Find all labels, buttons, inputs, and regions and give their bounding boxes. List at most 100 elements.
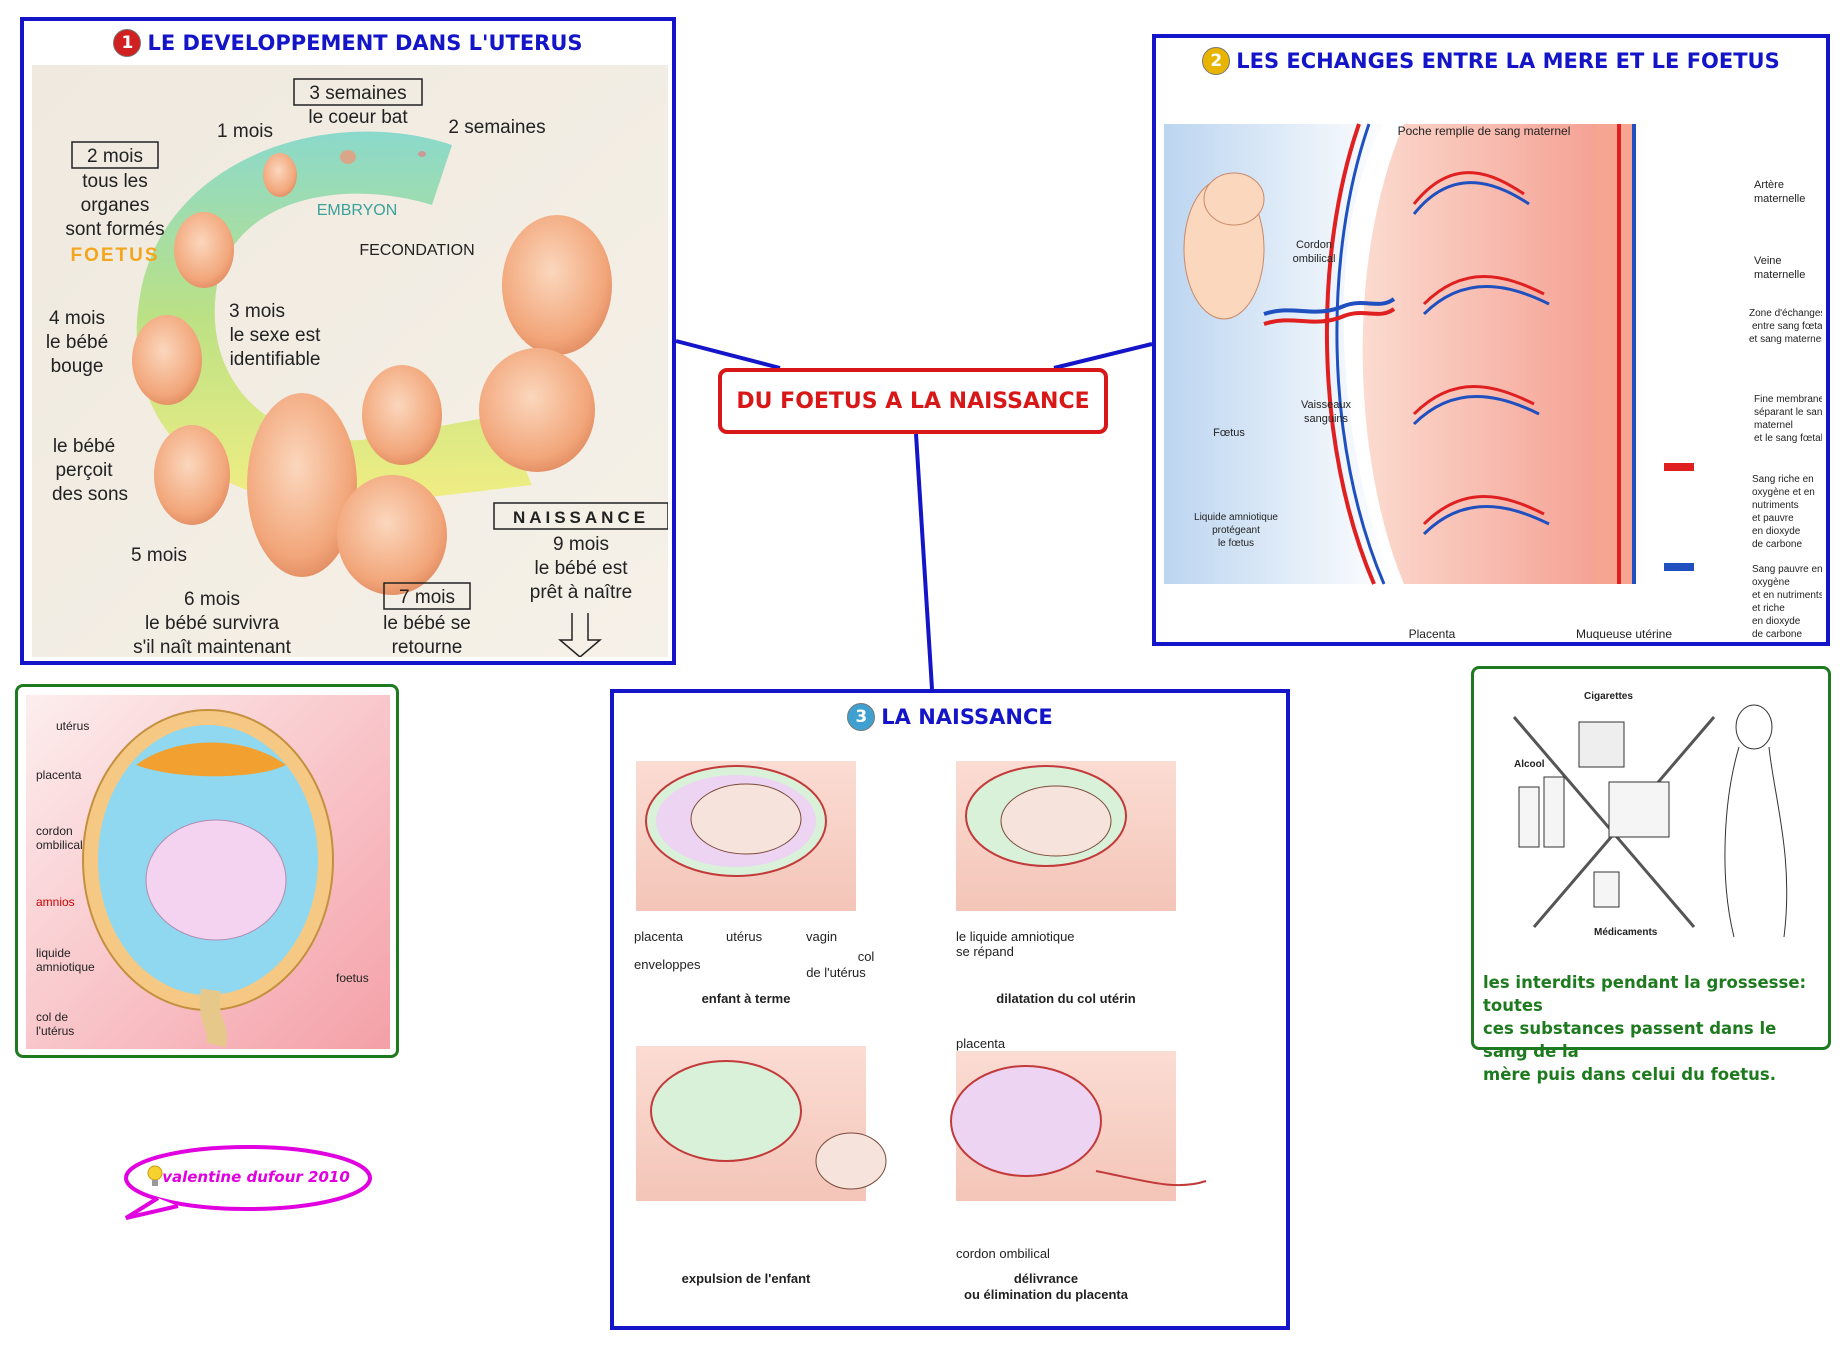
label-sexe-2: identifiable bbox=[230, 349, 321, 370]
interdits-text-line-1: les interdits pendant la grossesse: tout… bbox=[1483, 973, 1807, 1015]
label-retourne-2: retourne bbox=[392, 637, 463, 657]
label-3-mois: 3 mois bbox=[229, 301, 285, 322]
label-coeur: le coeur bat bbox=[308, 107, 408, 128]
number-badge-1: 1 bbox=[113, 29, 142, 57]
label-9-mois-1: 9 mois bbox=[553, 534, 609, 555]
interdits-text: les interdits pendant la grossesse: tout… bbox=[1483, 971, 1825, 1086]
uterus-label-liquide-2: amniotique bbox=[36, 960, 95, 974]
label-organes-1: tous les bbox=[82, 171, 147, 192]
label-zone-1: Zone d'échanges bbox=[1749, 308, 1822, 319]
caption-delivrance-1: délivrance bbox=[1014, 1271, 1078, 1286]
number-badge-3: 3 bbox=[847, 703, 876, 731]
label-3-semaines: 3 semaines bbox=[309, 83, 406, 104]
node1-title-text: LE DEVELOPPEMENT DANS L'UTERUS bbox=[147, 31, 583, 55]
label-sons-3: des sons bbox=[52, 484, 128, 505]
label-birth-placenta: placenta bbox=[634, 929, 684, 944]
uterus-label-uterus: utérus bbox=[56, 719, 89, 733]
interdits-text-line-3: mère puis dans celui du foetus. bbox=[1483, 1065, 1776, 1084]
node2-title: 2 LES ECHANGES ENTRE LA MERE ET LE FOETU… bbox=[1156, 47, 1826, 75]
caption-delivrance-2: ou élimination du placenta bbox=[964, 1287, 1129, 1302]
number-badge-2: 2 bbox=[1202, 47, 1231, 75]
uterus-label-col-1: col de bbox=[36, 1010, 68, 1024]
label-9-mois-2: le bébé est bbox=[535, 558, 629, 579]
label-vaisseaux-1: Vaisseaux bbox=[1301, 399, 1351, 411]
label-placenta-2: Placenta bbox=[1409, 627, 1456, 640]
label-foetus: FOETUS bbox=[70, 245, 159, 266]
label-birth-enveloppes: enveloppes bbox=[634, 957, 701, 972]
label-liquide-1: Liquide amniotique bbox=[1194, 512, 1278, 523]
interdits-text-line-2: ces substances passent dans le sang de l… bbox=[1483, 1019, 1777, 1061]
label-muqueuse: Muqueuse utérine bbox=[1576, 627, 1672, 640]
label-2-mois: 2 mois bbox=[87, 146, 143, 167]
label-1-mois: 1 mois bbox=[217, 121, 273, 142]
label-veine-1: Veine bbox=[1754, 255, 1782, 267]
label-cordon-2: ombilical bbox=[1293, 253, 1336, 265]
label-zone-2: entre sang fœtal bbox=[1752, 321, 1822, 332]
label-4-mois: 4 mois bbox=[49, 308, 105, 329]
label-birth-placenta-2: placenta bbox=[956, 1036, 1006, 1051]
interdits-illustration: Cigarettes Alcool Médicaments bbox=[1484, 677, 1822, 967]
caption-enfant-terme: enfant à terme bbox=[702, 991, 791, 1006]
legend-blue-3: et en nutriments bbox=[1752, 590, 1822, 601]
uterus-illustration: utérus placenta cordon ombilical amnios … bbox=[26, 695, 390, 1049]
signature-text: valentine dufour 2010 bbox=[162, 1168, 350, 1186]
uterus-label-foetus: foetus bbox=[336, 971, 369, 985]
interdits-note[interactable]: Cigarettes Alcool Médicaments les interd… bbox=[1471, 666, 1831, 1084]
legend-blue-2: oxygène bbox=[1752, 577, 1790, 588]
label-poche: Poche remplie de sang maternel bbox=[1398, 124, 1571, 138]
label-foetus-2: Fœtus bbox=[1213, 427, 1245, 439]
label-liquide-2: protégeant bbox=[1212, 525, 1260, 536]
label-naissance: NAISSANCE bbox=[513, 508, 649, 527]
uterus-label-col-2: l'utérus bbox=[36, 1024, 74, 1038]
label-membrane-3: maternel bbox=[1754, 420, 1793, 431]
label-birth-cordon: cordon ombilical bbox=[956, 1246, 1050, 1261]
label-vaisseaux-2: sanguins bbox=[1304, 413, 1349, 425]
node-developpement[interactable]: 1 LE DEVELOPPEMENT DANS L'UTERUS bbox=[20, 17, 676, 665]
node-echanges[interactable]: 2 LES ECHANGES ENTRE LA MERE ET LE FOETU… bbox=[1152, 34, 1830, 646]
label-bouge-2: bouge bbox=[51, 356, 104, 377]
uterus-label-cordon-1: cordon bbox=[36, 824, 73, 838]
legend-red-2: oxygène et en bbox=[1752, 487, 1815, 498]
legend-red-1: Sang riche en bbox=[1752, 474, 1814, 485]
legend-blue-5: en dioxyde bbox=[1752, 616, 1801, 627]
node3-title: 3 LA NAISSANCE bbox=[614, 703, 1286, 731]
label-membrane-4: et le sang fœtal bbox=[1754, 433, 1822, 444]
label-2-semaines: 2 semaines bbox=[448, 117, 545, 138]
label-cigarettes: Cigarettes bbox=[1584, 691, 1633, 702]
birth-illustration: placenta utérus vagin enveloppes col de … bbox=[626, 741, 1282, 1326]
lightbulb-icon bbox=[147, 1165, 163, 1186]
node2-title-text: LES ECHANGES ENTRE LA MERE ET LE FOETUS bbox=[1236, 49, 1780, 73]
label-organes-2: organes bbox=[81, 195, 150, 216]
label-bouge-1: le bébé bbox=[46, 332, 108, 353]
signature-bubble bbox=[124, 1145, 372, 1220]
legend-red-5: en dioxyde bbox=[1752, 526, 1801, 537]
label-membrane-1: Fine membrane bbox=[1754, 394, 1822, 405]
legend-red-4: et pauvre bbox=[1752, 513, 1794, 524]
label-6-mois: 6 mois bbox=[184, 589, 240, 610]
label-birth-uterus: utérus bbox=[726, 929, 763, 944]
label-fecondation: FECONDATION bbox=[359, 242, 474, 259]
label-birth-liquide-2: se répand bbox=[956, 944, 1014, 959]
legend-blue-1: Sang pauvre en bbox=[1752, 564, 1822, 575]
exchange-illustration: Poche remplie de sang maternel Cordon om… bbox=[1164, 84, 1822, 640]
label-zone-3: et sang maternel bbox=[1749, 334, 1822, 345]
central-topic[interactable]: DU FOETUS A LA NAISSANCE bbox=[718, 368, 1108, 434]
label-alcool: Alcool bbox=[1514, 759, 1545, 770]
connector-node1 bbox=[675, 339, 781, 370]
label-sons-1: le bébé bbox=[53, 436, 115, 457]
legend-red-6: de carbone bbox=[1752, 539, 1802, 550]
label-artere-1: Artère bbox=[1754, 179, 1784, 191]
node-naissance[interactable]: 3 LA NAISSANCE placenta bbox=[610, 689, 1290, 1330]
label-medicaments: Médicaments bbox=[1594, 927, 1658, 938]
label-cordon-1: Cordon bbox=[1296, 239, 1332, 251]
uterus-label-placenta: placenta bbox=[36, 768, 82, 782]
central-topic-label: DU FOETUS A LA NAISSANCE bbox=[736, 388, 1090, 414]
label-membrane-2: séparant le sang bbox=[1754, 407, 1822, 418]
down-arrow-icon bbox=[557, 613, 603, 657]
label-embryon: EMBRYON bbox=[317, 202, 398, 219]
legend-blue-4: et riche bbox=[1752, 603, 1785, 614]
legend-blue-6: de carbone bbox=[1752, 629, 1802, 640]
connector-node2 bbox=[1053, 342, 1153, 370]
uterus-diagram[interactable]: utérus placenta cordon ombilical amnios … bbox=[15, 684, 399, 1058]
